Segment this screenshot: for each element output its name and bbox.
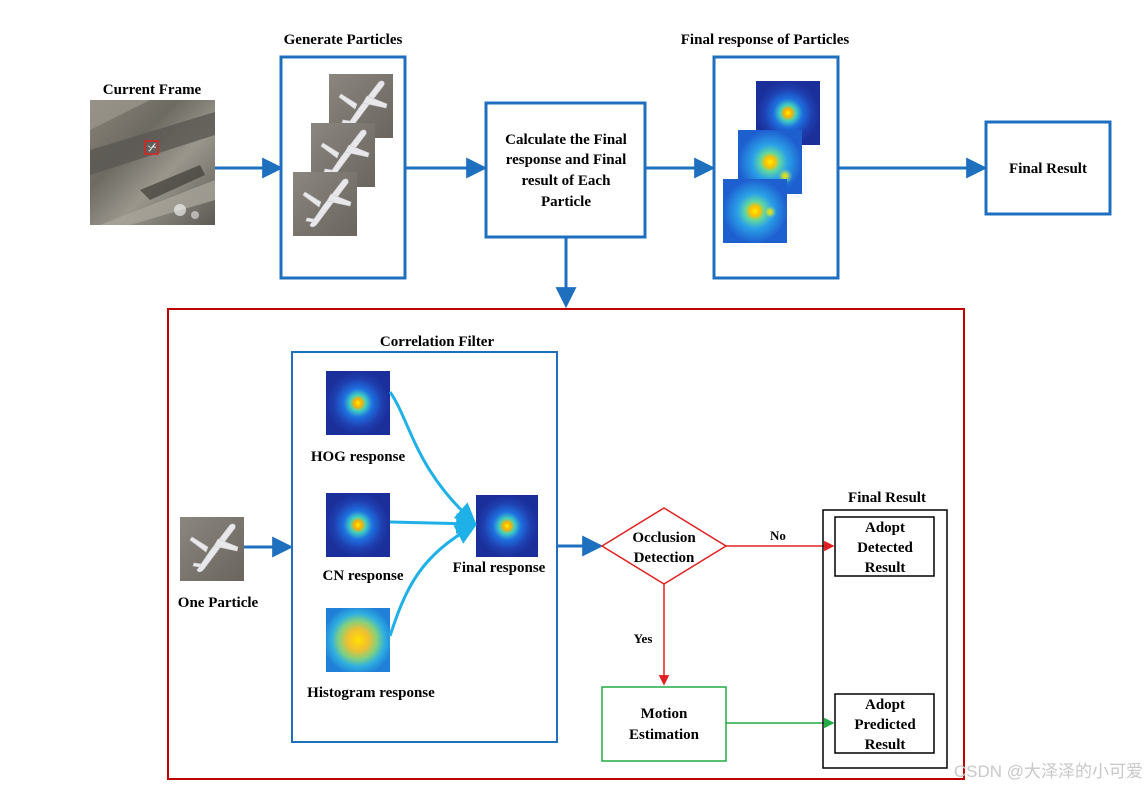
current-frame-label: Current Frame xyxy=(103,82,202,98)
calculate-line-2: response and Final xyxy=(506,152,627,168)
final-result-outer-box xyxy=(822,509,948,769)
current-frame-image xyxy=(90,100,215,225)
motion-line-2: Estimation xyxy=(629,727,700,743)
adopt-detected-line-3: Result xyxy=(865,560,906,576)
adopt-detected-line-1: Adopt xyxy=(865,520,905,536)
particle-response-maps xyxy=(723,81,820,243)
final-result-box-label: Final Result xyxy=(848,490,926,506)
final-result-box xyxy=(984,120,1112,216)
final-result-label: Final Result xyxy=(1009,161,1087,177)
calculate-box xyxy=(484,101,647,239)
one-particle-label: One Particle xyxy=(178,595,259,611)
curve-hog-to-final xyxy=(388,391,477,525)
hog-response-map xyxy=(326,371,390,435)
one-particle-image xyxy=(180,517,244,581)
final-response-map xyxy=(476,495,538,557)
calculate-line-4: Particle xyxy=(541,194,591,210)
occlusion-detection-diamond xyxy=(600,507,728,585)
hog-response-label: HOG response xyxy=(311,449,406,465)
calculate-line-1: Calculate the Final xyxy=(505,132,627,148)
curve-histogram-to-final xyxy=(388,524,477,637)
final-response-label: Final response xyxy=(453,560,546,576)
motion-line-1: Motion xyxy=(641,706,688,722)
yes-label: Yes xyxy=(634,631,653,646)
motion-estimation-box xyxy=(601,686,727,762)
correlation-filter-label: Correlation Filter xyxy=(380,334,495,350)
cn-response-label: CN response xyxy=(323,568,404,584)
adopt-predicted-box xyxy=(834,693,935,754)
adopt-detected-box xyxy=(834,516,935,577)
adopt-detected-line-2: Detected xyxy=(857,540,913,556)
occlusion-line-2: Detection xyxy=(634,550,695,566)
occlusion-line-1: Occlusion xyxy=(632,530,696,546)
histogram-response-map xyxy=(326,608,390,672)
particle-patches xyxy=(293,74,393,236)
detail-panel xyxy=(167,308,965,780)
no-label: No xyxy=(770,528,786,543)
generate-particles-label: Generate Particles xyxy=(284,32,403,48)
watermark-text: CSDN @大泽泽的小可爱 xyxy=(954,762,1143,781)
curve-cn-to-final xyxy=(389,513,478,535)
histogram-response-label: Histogram response xyxy=(307,685,435,701)
adopt-predicted-line-3: Result xyxy=(865,737,906,753)
calculate-line-3: result of Each xyxy=(522,173,612,189)
cn-response-map xyxy=(326,493,390,557)
adopt-predicted-line-1: Adopt xyxy=(865,697,905,713)
adopt-predicted-line-2: Predicted xyxy=(854,717,916,733)
final-response-particles-label: Final response of Particles xyxy=(681,32,850,48)
